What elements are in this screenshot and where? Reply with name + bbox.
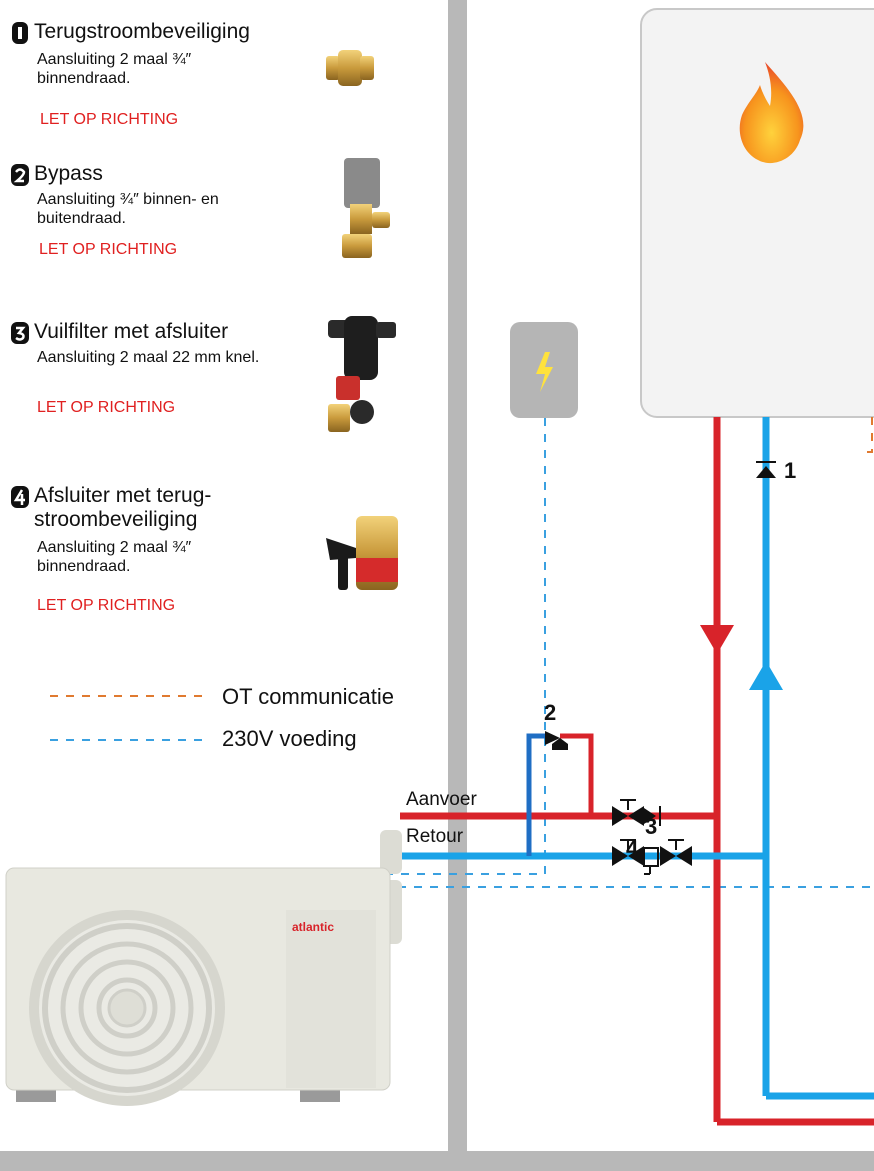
check-valve-image [326,50,374,86]
legend-item-4-desc: Aansluiting 2 maal ¾″ binnendraad. [37,539,192,575]
return-pipe-label: Retour [406,826,464,847]
legend-item-2-warning: LET OP RICHTING [39,241,178,258]
legend-item-1-title: Terugstroombeveiliging [34,20,250,43]
legend-item-3-desc: Aansluiting 2 maal 22 mm knel. [37,349,260,366]
supply-pipe-label: Aanvoer [406,789,477,810]
diagram-number-4: 4 [626,836,639,861]
diagram-number-1: 1 [784,458,797,483]
bypass-loop-red [560,733,594,816]
dirt-filter-image [328,316,396,432]
diagram-number-2: 2 [544,700,557,725]
legend-item-4-title: Afsluiter met terug-stroombeveiliging [34,484,212,531]
flame-icon [739,62,804,164]
power-supply-label: 230V voeding [222,726,357,751]
ot-communication-label: OT communicatie [222,684,394,709]
return-flow-arrow [749,661,783,690]
floor [0,1151,874,1171]
legend-item-3-warning: LET OP RICHTING [37,399,176,416]
legend-item-3-title: Vuilfilter met afsluiter [34,320,229,343]
bypass-image [342,158,390,258]
power-dashed-line [382,418,546,875]
legend-item-1-desc: Aansluiting 2 maal ¾″ binnendraad. [37,51,192,87]
check-shutoff-valve-symbol [612,799,661,826]
check-valve-symbol [756,461,776,478]
outdoor-unit-brand: atlantic [292,920,335,934]
number-4-icon [11,486,29,508]
legend-item-2-desc: Aansluiting ¾″ binnen- en buitendraad. [37,191,219,227]
outdoor-heat-pump [5,830,402,1106]
vertical-wall [448,0,467,1171]
number-3-icon [11,322,29,344]
number-2-icon [11,164,29,186]
filter-valve-symbol [612,839,692,875]
number-1-icon [12,22,28,44]
shutoff-valve-image [326,516,398,590]
boiler-unit [640,8,874,418]
legend-item-4-warning: LET OP RICHTING [37,597,176,614]
ot-dashed-line [860,417,873,453]
lightning-icon [536,352,553,392]
bypass-valve-symbol [545,731,568,750]
bypass-loop-blue [526,733,545,856]
legend-item-2-title: Bypass [34,162,103,185]
supply-flow-arrow [700,625,734,654]
diagram-number-3: 3 [645,814,658,839]
legend-item-1-warning: LET OP RICHTING [40,111,179,128]
